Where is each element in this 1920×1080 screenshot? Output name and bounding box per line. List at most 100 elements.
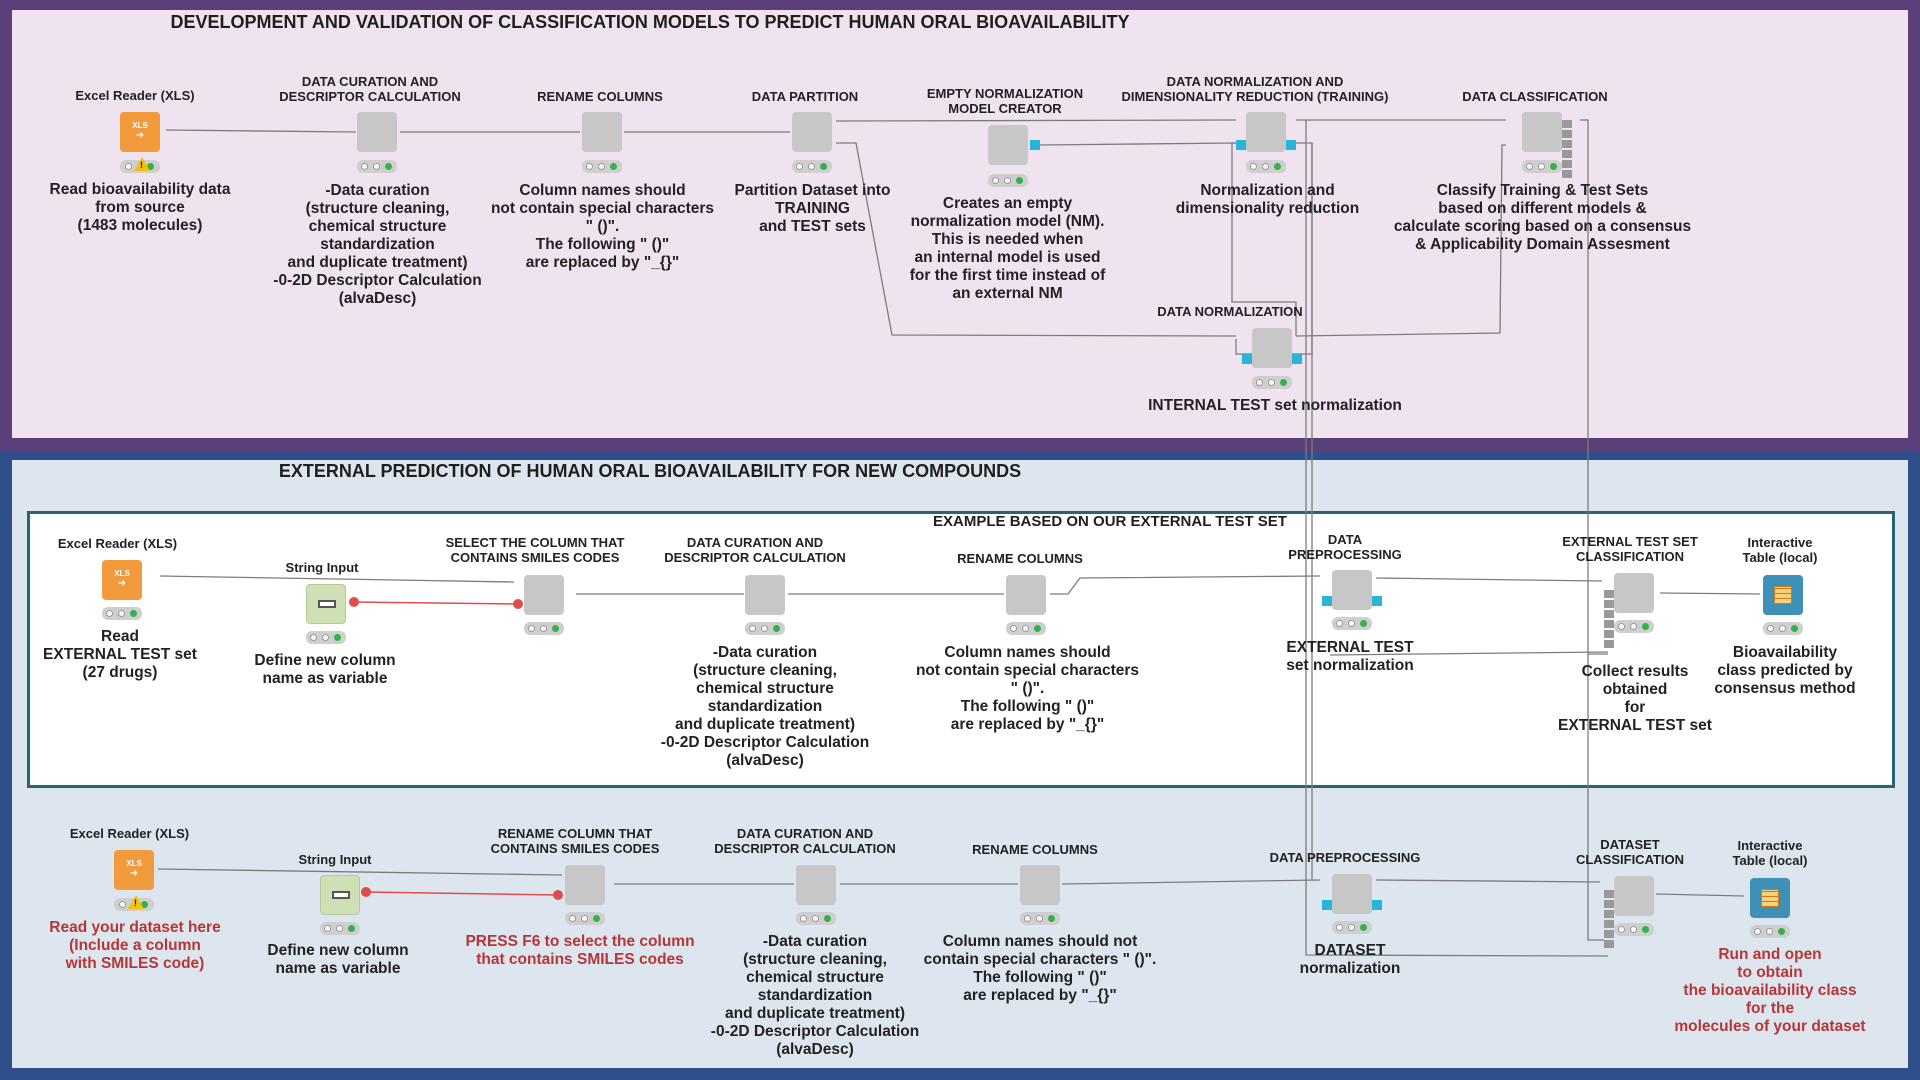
norm-train-node[interactable] [1246, 112, 1286, 152]
wire [1375, 577, 1603, 582]
flow-port[interactable] [349, 597, 359, 607]
node-status [357, 160, 397, 173]
node-status [1522, 160, 1562, 173]
node-status [1252, 376, 1292, 389]
flow-port[interactable] [553, 890, 563, 900]
model-port[interactable] [1372, 596, 1382, 606]
training-workflow-area [12, 10, 1908, 438]
wire [1329, 651, 1609, 656]
wire [159, 575, 515, 583]
node-status [1020, 912, 1060, 925]
excel-reader-node[interactable]: XLS➜ [120, 112, 160, 152]
ds-rename-smiles-node[interactable] [565, 865, 605, 905]
model-port[interactable] [1236, 140, 1246, 150]
ex-excel-node[interactable]: XLS➜ [102, 560, 142, 600]
curation-node[interactable] [357, 112, 397, 152]
ex-table-node[interactable] [1763, 575, 1803, 615]
node-status [1750, 925, 1790, 938]
ex-preproc-node[interactable] [1332, 570, 1372, 610]
wire [1375, 879, 1601, 883]
node-status: ! [114, 895, 154, 911]
xls-icon: XLS [132, 121, 148, 130]
wire [165, 129, 357, 133]
ds-preproc-node[interactable] [1332, 874, 1372, 914]
wire [1659, 592, 1761, 595]
ex-classification-node[interactable] [1614, 573, 1654, 613]
flow-port[interactable] [361, 887, 371, 897]
ds-excel-node[interactable]: XLS➜ [114, 850, 154, 890]
ds-table-node[interactable] [1750, 878, 1790, 918]
classification-node[interactable] [1522, 112, 1562, 152]
ex-string-node[interactable] [306, 584, 346, 624]
node-status [306, 631, 346, 644]
node-status [792, 160, 832, 173]
norm-test-title: DATA NORMALIZATION [1157, 304, 1303, 319]
ex-string-title: String Input [285, 560, 359, 575]
flow-port[interactable] [513, 599, 523, 609]
flow-variable-wire [365, 891, 559, 896]
rename-node[interactable] [582, 112, 622, 152]
bottom-section-title: EXTERNAL PREDICTION OF HUMAN ORAL BIOAVA… [278, 461, 1022, 481]
node-status [1614, 620, 1654, 633]
node-status: ! [120, 157, 160, 173]
input-field-icon [332, 891, 350, 899]
empty-nm-node[interactable] [988, 125, 1028, 165]
model-port[interactable] [1322, 596, 1332, 606]
wire [835, 119, 1237, 122]
model-port[interactable] [1292, 354, 1302, 364]
model-port[interactable] [1372, 900, 1382, 910]
ds-curation-node[interactable] [796, 865, 836, 905]
ex-select-node[interactable] [524, 575, 564, 615]
ex-rename-title: RENAME COLUMNS [957, 551, 1083, 566]
norm-test-node[interactable] [1252, 328, 1292, 368]
wire [1061, 879, 1321, 885]
node-status [745, 622, 785, 635]
model-port[interactable] [1286, 140, 1296, 150]
wire [1050, 575, 1321, 595]
ds-curation-desc: -Data curation(structure cleaning,chemic… [710, 933, 920, 1058]
ds-rename-node[interactable] [1020, 865, 1060, 905]
warning-icon: ! [134, 157, 150, 171]
table-icon [1774, 586, 1792, 604]
example-box-title: EXAMPLE BASED ON OUR EXTERNAL TEST SET [933, 513, 1287, 530]
wire [1235, 142, 1313, 355]
ex-rename-node[interactable] [1006, 575, 1046, 615]
node-status [1763, 622, 1803, 635]
input-field-icon [318, 600, 336, 608]
model-port[interactable] [1030, 140, 1040, 150]
partition-node[interactable] [792, 112, 832, 152]
model-port[interactable] [1242, 354, 1252, 364]
excel-reader-title: Excel Reader (XLS) [75, 88, 195, 103]
warning-icon: ! [128, 895, 144, 909]
model-port[interactable] [1322, 900, 1332, 910]
ex-excel-title: Excel Reader (XLS) [57, 536, 178, 551]
ex-curation-node[interactable] [745, 575, 785, 615]
ds-rename-title: RENAME COLUMNS [972, 842, 1098, 857]
ds-string-node[interactable] [320, 875, 360, 915]
node-status [102, 607, 142, 620]
wire [1580, 119, 1608, 941]
ex-curation-desc: -Data curation(structure cleaning,chemic… [660, 644, 870, 769]
top-section-title: DEVELOPMENT AND VALIDATION OF CLASSIFICA… [170, 12, 1130, 32]
node-status [796, 912, 836, 925]
ds-classification-node[interactable] [1614, 876, 1654, 916]
node-status [1614, 923, 1654, 936]
node-status [988, 174, 1028, 187]
